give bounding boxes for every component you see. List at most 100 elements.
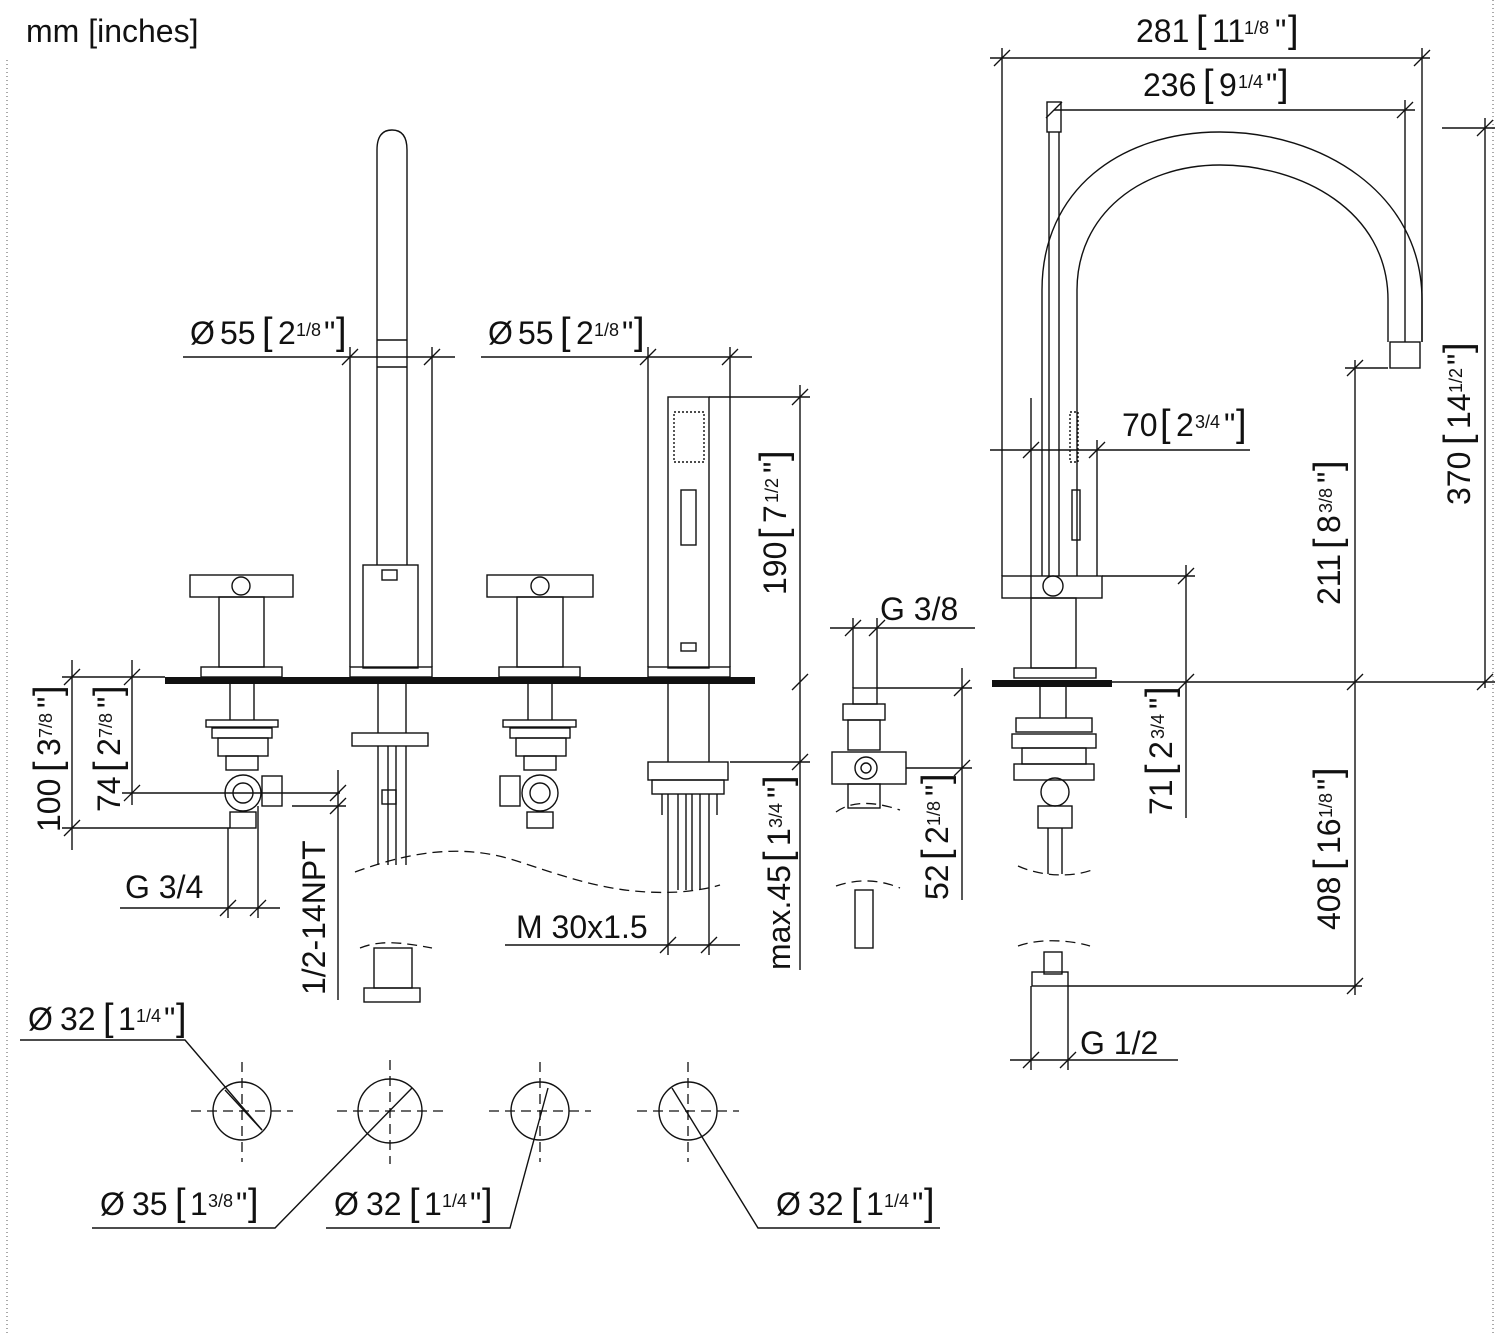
svg-text:16: 16 [1311, 818, 1347, 854]
svg-text:9: 9 [1219, 67, 1237, 103]
svg-text:[: [ [1196, 9, 1207, 51]
svg-text:]: ] [482, 1182, 493, 1224]
dim-190-mm: 190 [757, 542, 793, 595]
dim-370-mm: 370 [1441, 452, 1477, 505]
dim-55-left-mm: 55 [220, 315, 256, 351]
svg-text:32: 32 [60, 1001, 96, 1037]
svg-text:[: [ [1437, 434, 1479, 445]
svg-text:1/4: 1/4 [136, 1006, 161, 1026]
svg-text:": " [912, 1186, 923, 1222]
svg-text:]: ] [753, 450, 795, 461]
svg-text:1: 1 [118, 1001, 136, 1037]
leader-hole-4 [671, 1087, 940, 1229]
svg-text:Ø: Ø [334, 1186, 359, 1222]
svg-text:1/8: 1/8 [924, 801, 944, 826]
svg-text:Ø: Ø [776, 1186, 801, 1222]
svg-text:1/8: 1/8 [1316, 793, 1336, 818]
leader-hole-3 [326, 1087, 549, 1229]
leader-hole-2 [92, 1087, 413, 1229]
svg-text:8: 8 [1311, 515, 1347, 533]
svg-text:": " [91, 697, 127, 708]
callout-hole-3: Ø 32 [ 1 1/4 " ] [334, 1182, 493, 1224]
svg-text:7/8: 7/8 [96, 713, 116, 738]
break-line-npt [359, 942, 433, 949]
svg-text:Ø: Ø [100, 1186, 125, 1222]
svg-text:[: [ [1203, 63, 1214, 105]
svg-text:[: [ [851, 1182, 862, 1224]
svg-text:1/2: 1/2 [762, 478, 782, 503]
svg-text:[: [ [757, 851, 799, 862]
svg-text:3/4: 3/4 [766, 803, 786, 828]
hole-4 [637, 1062, 739, 1162]
svg-text:]: ] [27, 685, 69, 696]
leader-hole-1 [20, 1039, 263, 1131]
dim-52-mm: 52 [919, 864, 955, 900]
svg-text:": " [31, 697, 67, 708]
svg-text:7: 7 [757, 505, 793, 523]
svg-text:": " [757, 462, 793, 473]
thread-m30: M 30x1.5 [505, 794, 740, 955]
dimension-236: 236 [ 9 1/4 " ] [1045, 63, 1415, 342]
svg-text:1/4: 1/4 [1238, 72, 1263, 92]
hole-1 [191, 1062, 293, 1162]
dim-211-mm: 211 [1311, 554, 1347, 605]
tub-spout-tube [349, 129, 433, 1003]
svg-text:[: [ [915, 849, 957, 860]
left-cross-handle-valve [189, 574, 294, 829]
thread-g34: G 3/4 [120, 806, 280, 918]
svg-text:": " [236, 1186, 247, 1222]
svg-text:": " [1311, 472, 1347, 483]
svg-text:]: ] [1288, 9, 1299, 51]
svg-text:Ø: Ø [190, 315, 215, 351]
hand-shower [647, 396, 731, 890]
svg-text:7/8: 7/8 [36, 713, 56, 738]
dimension-52: 52 [ 2 1/8 " ] [877, 668, 972, 900]
svg-text:3/4: 3/4 [1195, 412, 1220, 432]
svg-text:]: ] [924, 1182, 935, 1224]
svg-text:3/4: 3/4 [1148, 714, 1168, 739]
svg-text:3/8: 3/8 [1316, 488, 1336, 513]
dim-71-mm: 71 [1143, 779, 1179, 815]
svg-text:]: ] [1437, 342, 1479, 353]
svg-text:1: 1 [866, 1186, 884, 1222]
dimension-211: 211 [ 8 3/8 " ] [1307, 359, 1388, 691]
svg-text:11: 11 [1212, 13, 1245, 49]
thread-g12: G 1/2 [1010, 986, 1178, 1070]
dimension-190: 190 [ 7 1/2 " ] [709, 385, 810, 691]
svg-text:": " [164, 1001, 175, 1037]
dimension-diameter-55-right: Ø 55 [ 2 1/8 " ] [481, 311, 752, 667]
svg-text:]: ] [87, 685, 129, 696]
dimension-70: 70 [ 2 3/4 " ] [990, 398, 1250, 598]
dim-236-mm: 236 [1143, 67, 1196, 103]
dimension-281: 281 [ 11 1/8 " ] [990, 9, 1431, 576]
svg-text:2: 2 [278, 315, 296, 351]
svg-text:": " [1143, 698, 1179, 709]
diverter-valve [831, 687, 907, 949]
svg-text:": " [761, 787, 797, 798]
deck-plate-left [165, 677, 755, 684]
svg-text:[: [ [27, 761, 69, 772]
svg-text:2: 2 [91, 738, 127, 756]
label-g34: G 3/4 [125, 869, 203, 905]
dim-55-right-mm: 55 [518, 315, 554, 351]
gooseneck-spout [1001, 101, 1423, 987]
svg-text:]: ] [634, 311, 645, 353]
dimension-diameter-55-left: Ø 55 [ 2 1/8 " ] [183, 311, 455, 667]
svg-text:2: 2 [919, 826, 955, 844]
svg-text:1: 1 [190, 1186, 208, 1222]
svg-text:1/4: 1/4 [442, 1191, 467, 1211]
svg-text:": " [919, 785, 955, 796]
svg-text:": " [1311, 779, 1347, 790]
units-label: mm [inches] [26, 13, 198, 49]
svg-text:[: [ [103, 997, 114, 1039]
svg-text:[: [ [1139, 764, 1181, 775]
svg-text:1/4: 1/4 [884, 1191, 909, 1211]
svg-text:2: 2 [1143, 741, 1179, 759]
svg-text:35: 35 [132, 1186, 168, 1222]
svg-text:[: [ [175, 1182, 186, 1224]
svg-text:1/2: 1/2 [1446, 368, 1466, 393]
svg-text:": " [470, 1186, 481, 1222]
svg-text:32: 32 [366, 1186, 402, 1222]
svg-text:]: ] [176, 997, 187, 1039]
svg-text:]: ] [1307, 460, 1349, 471]
